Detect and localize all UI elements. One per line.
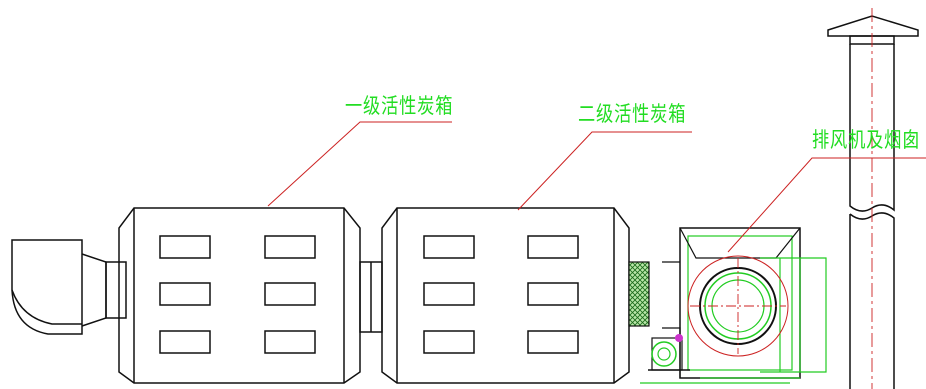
stage2-carbon-box xyxy=(381,207,630,384)
stage2-label: 二级活性炭箱 xyxy=(578,102,687,126)
stage1-leader-line xyxy=(267,121,452,207)
fan-motor xyxy=(648,334,690,371)
filter-panel xyxy=(628,261,650,327)
exhaust-fan xyxy=(640,227,827,384)
stage1-label: 一级活性炭箱 xyxy=(345,94,454,118)
stage1-carbon-box xyxy=(118,207,361,384)
fan-label: 排风机及烟囱 xyxy=(812,128,921,152)
inlet-hood xyxy=(11,239,127,335)
fan-leader-line xyxy=(727,157,926,253)
connector-duct xyxy=(359,261,383,333)
stage2-leader-line xyxy=(517,131,692,211)
chimney xyxy=(827,8,919,389)
leader-lines xyxy=(267,121,926,253)
